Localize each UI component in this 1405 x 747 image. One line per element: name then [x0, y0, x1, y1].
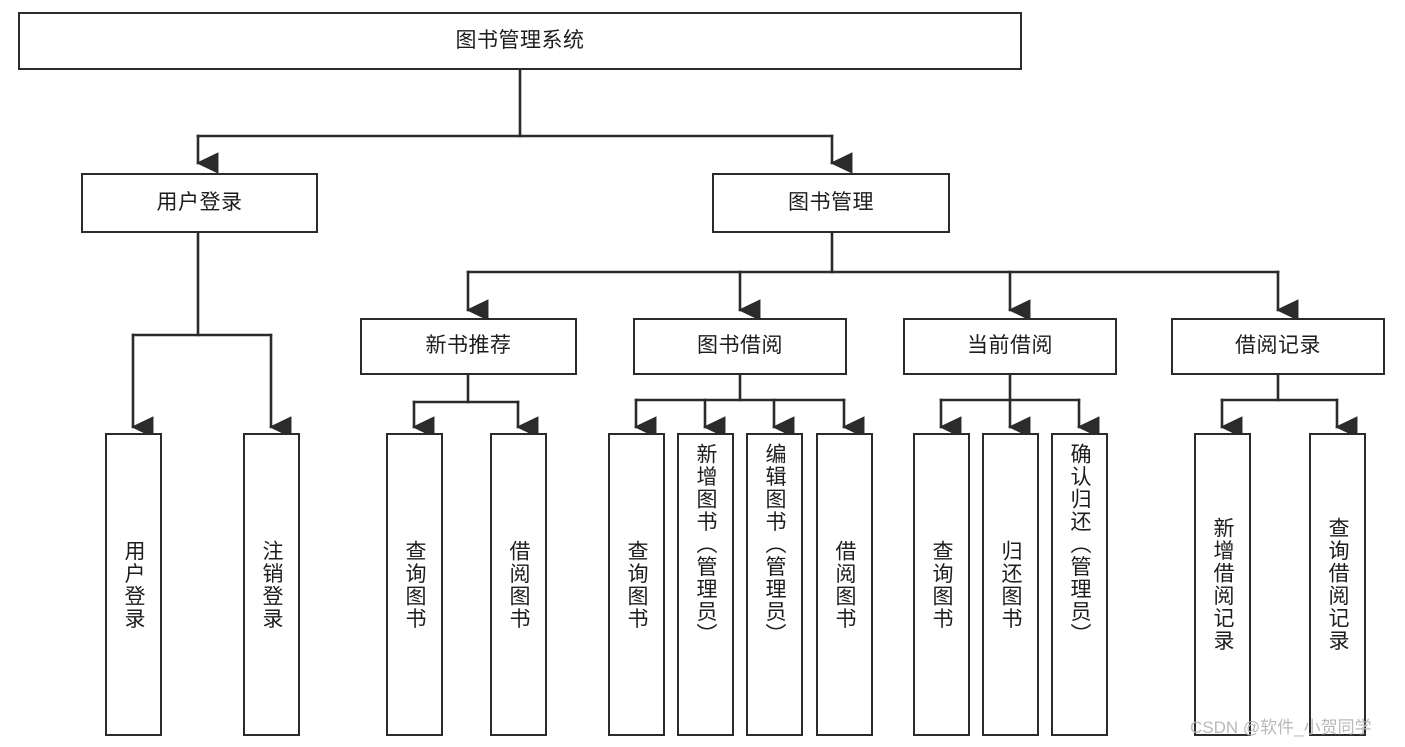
node-label: 新增借阅记录	[1211, 517, 1234, 652]
leaf-book-borrow-query-books[interactable]: 查询图书	[608, 433, 665, 736]
node-label: 注销登录	[260, 539, 283, 630]
node-label: 确认归还（管理员）	[1068, 443, 1091, 646]
node-borrowing-records[interactable]: 借阅记录	[1171, 318, 1385, 375]
node-label: 图书管理	[788, 190, 874, 214]
leaf-book-borrow-borrow-books[interactable]: 借阅图书	[816, 433, 873, 736]
node-book-borrowing[interactable]: 图书借阅	[633, 318, 847, 375]
leaf-borrow-record-add-record[interactable]: 新增借阅记录	[1194, 433, 1251, 736]
leaf-user-login-logout[interactable]: 注销登录	[243, 433, 300, 736]
leaf-new-book-borrow-books[interactable]: 借阅图书	[490, 433, 547, 736]
leaf-current-borrow-confirm-return-admin[interactable]: 确认归还（管理员）	[1051, 433, 1108, 736]
csdn-watermark: CSDN @软件_小贺同学	[1190, 718, 1372, 737]
leaf-book-borrow-edit-book-admin[interactable]: 编辑图书（管理员）	[746, 433, 803, 736]
leaf-user-login-login[interactable]: 用户登录	[105, 433, 162, 736]
node-label: 查询借阅记录	[1326, 517, 1349, 652]
node-label: 查询图书	[403, 539, 426, 630]
node-label: 借阅图书	[507, 539, 530, 630]
node-label: 新书推荐	[425, 334, 512, 358]
leaf-current-borrow-query-books[interactable]: 查询图书	[913, 433, 970, 736]
leaf-current-borrow-return-books[interactable]: 归还图书	[982, 433, 1039, 736]
leaf-borrow-record-query-record[interactable]: 查询借阅记录	[1309, 433, 1366, 736]
node-label: 用户登录	[156, 190, 243, 214]
node-label: 当前借阅	[967, 334, 1053, 358]
node-label: 用户登录	[122, 539, 145, 630]
node-label: 查询图书	[625, 539, 648, 630]
node-root-book-management-system[interactable]: 图书管理系统	[18, 12, 1022, 70]
node-label: 图书管理系统	[455, 28, 585, 52]
node-current-borrowing[interactable]: 当前借阅	[903, 318, 1117, 375]
leaf-book-borrow-add-book-admin[interactable]: 新增图书（管理员）	[677, 433, 734, 736]
node-label: 借阅图书	[833, 539, 856, 630]
node-label: 归还图书	[999, 539, 1022, 630]
leaf-new-book-query-books[interactable]: 查询图书	[386, 433, 443, 736]
node-user-login[interactable]: 用户登录	[81, 173, 318, 233]
node-new-book-recommendation[interactable]: 新书推荐	[360, 318, 577, 375]
node-book-management[interactable]: 图书管理	[712, 173, 950, 233]
node-label: 查询图书	[930, 539, 953, 630]
node-label: 图书借阅	[697, 334, 783, 358]
node-label: 新增图书（管理员）	[694, 443, 717, 646]
node-label: 编辑图书（管理员）	[763, 443, 786, 646]
node-label: 借阅记录	[1235, 334, 1321, 358]
